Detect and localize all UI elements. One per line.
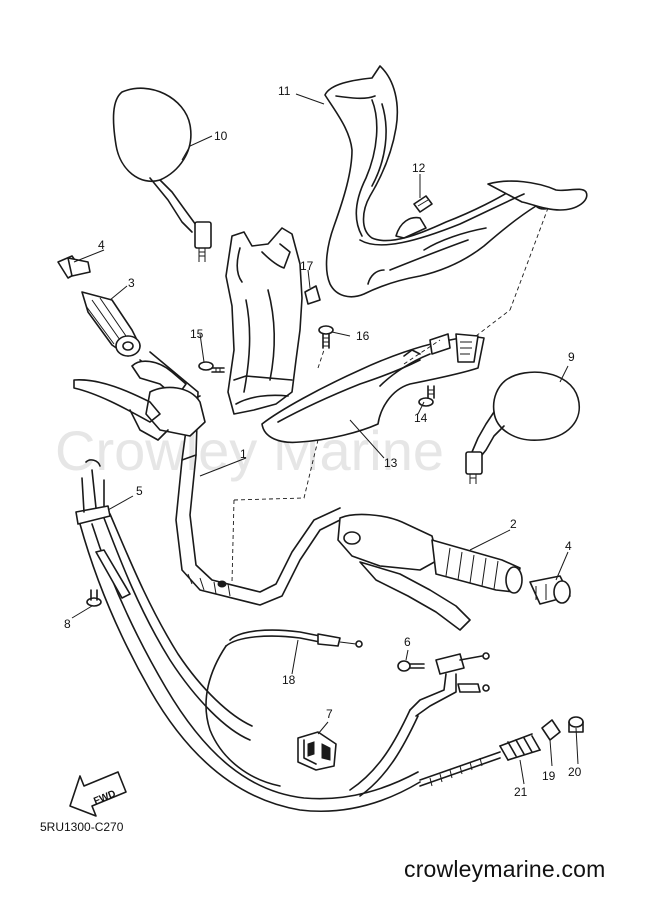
part-5-cable-holder[interactable] xyxy=(75,459,111,525)
part-16-screw[interactable] xyxy=(318,325,334,349)
part-18-cable[interactable] xyxy=(205,629,363,787)
callout-2[interactable]: 2 xyxy=(510,517,517,531)
callout-1[interactable]: 1 xyxy=(240,447,247,461)
watermark-text: Crowley Marine xyxy=(55,419,444,482)
right-cable-junction xyxy=(349,652,490,797)
callout-11[interactable]: 11 xyxy=(278,84,291,98)
callout-12[interactable]: 12 xyxy=(412,161,426,175)
assembly-guide-lines xyxy=(231,207,549,583)
part-7-switch[interactable] xyxy=(297,731,337,771)
diagram-code: 5RU1300-C270 xyxy=(40,820,124,834)
callout-8[interactable]: 8 xyxy=(64,617,71,631)
callout-13[interactable]: 13 xyxy=(384,456,398,470)
part-9-right-mirror[interactable] xyxy=(465,371,580,484)
footer-url[interactable]: crowleymarine.com xyxy=(404,856,606,882)
callout-3[interactable]: 3 xyxy=(128,276,135,290)
part-4-right-bar-end[interactable] xyxy=(529,575,571,605)
callout-numbers: 1 2 3 4 4 5 6 7 8 9 10 11 12 13 14 15 16… xyxy=(64,84,582,799)
left-lever-assembly[interactable] xyxy=(73,360,206,441)
callout-17[interactable]: 17 xyxy=(300,259,314,273)
part-2-throttle-grip[interactable] xyxy=(337,513,523,631)
callout-19[interactable]: 19 xyxy=(542,769,556,783)
fwd-direction-arrow: FWD xyxy=(69,771,127,817)
callout-9[interactable]: 9 xyxy=(568,350,575,364)
callout-20[interactable]: 20 xyxy=(568,765,582,779)
part-17-nut-clip[interactable] xyxy=(304,285,321,305)
part-6-screw[interactable] xyxy=(397,660,425,672)
part-11-upper-handlebar-cover[interactable] xyxy=(324,65,588,298)
throttle-brake-cables xyxy=(79,513,421,813)
part-1-handlebar[interactable] xyxy=(139,351,341,606)
part-12-clip[interactable] xyxy=(413,195,433,213)
callout-4-top[interactable]: 4 xyxy=(98,238,105,252)
part-3-left-grip[interactable] xyxy=(81,291,141,357)
callout-7[interactable]: 7 xyxy=(326,707,333,721)
callout-18[interactable]: 18 xyxy=(282,673,296,687)
callout-15[interactable]: 15 xyxy=(190,327,204,341)
part-19-cable-end[interactable] xyxy=(541,719,561,741)
callout-16[interactable]: 16 xyxy=(356,329,370,343)
callout-14[interactable]: 14 xyxy=(414,411,428,425)
front-cover-panel[interactable] xyxy=(225,227,303,415)
callout-21[interactable]: 21 xyxy=(514,785,528,799)
callout-6[interactable]: 6 xyxy=(404,635,411,649)
callout-5[interactable]: 5 xyxy=(136,484,143,498)
part-13-lower-front-cover[interactable] xyxy=(261,333,485,444)
part-15-screw[interactable] xyxy=(198,361,225,373)
part-8-bolt[interactable] xyxy=(86,589,102,607)
part-10-left-mirror[interactable] xyxy=(112,87,212,262)
callout-leaders xyxy=(71,93,579,785)
callout-10[interactable]: 10 xyxy=(214,129,228,143)
part-4-bar-end-weight[interactable] xyxy=(57,255,91,279)
callout-4-right[interactable]: 4 xyxy=(565,539,572,553)
part-21-spring[interactable] xyxy=(419,733,541,787)
part-14-screw[interactable] xyxy=(418,385,435,407)
